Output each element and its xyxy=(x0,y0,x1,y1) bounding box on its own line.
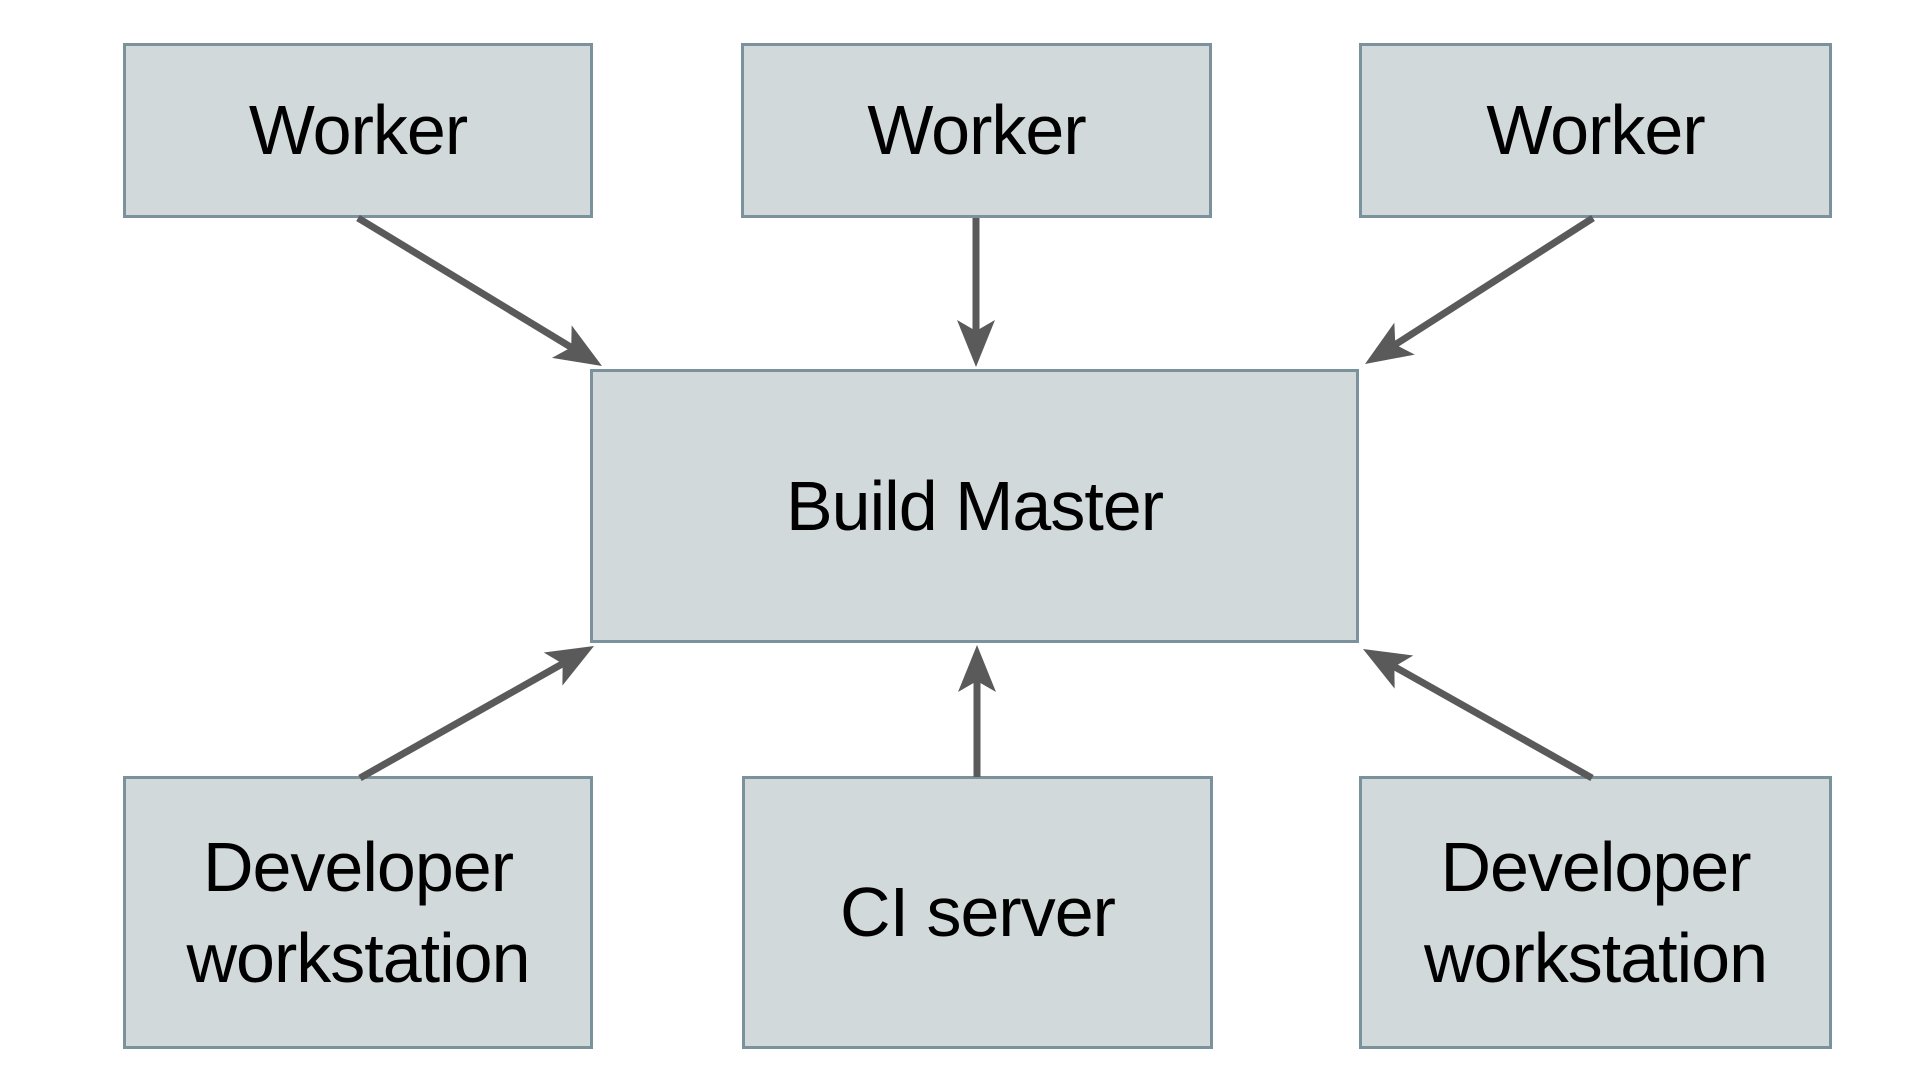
arrow-developer-workstation-2-to-build-master xyxy=(1363,648,1594,782)
arrow-developer-workstation-1-to-build-master xyxy=(358,645,594,782)
node-worker-1: Worker xyxy=(123,43,593,218)
node-build-master-label: Build Master xyxy=(785,466,1164,545)
node-build-master: Build Master xyxy=(590,369,1359,643)
node-developer-workstation-2: Developer workstation xyxy=(1359,776,1832,1049)
node-developer-workstation-2-label: Developer workstation xyxy=(1423,827,1768,997)
node-worker-3: Worker xyxy=(1359,43,1832,218)
node-worker-2-label: Worker xyxy=(867,91,1086,169)
node-worker-2: Worker xyxy=(741,43,1212,218)
arrow-worker-1-to-build-master xyxy=(356,215,602,367)
node-worker-3-label: Worker xyxy=(1486,91,1705,169)
node-ci-server: CI server xyxy=(742,776,1213,1049)
node-developer-workstation-1-label: Developer workstation xyxy=(186,827,530,997)
arrow-worker-3-to-build-master xyxy=(1365,215,1595,365)
node-worker-1-label: Worker xyxy=(248,91,468,169)
node-ci-server-label: CI server xyxy=(840,873,1116,951)
node-developer-workstation-1: Developer workstation xyxy=(123,776,593,1049)
